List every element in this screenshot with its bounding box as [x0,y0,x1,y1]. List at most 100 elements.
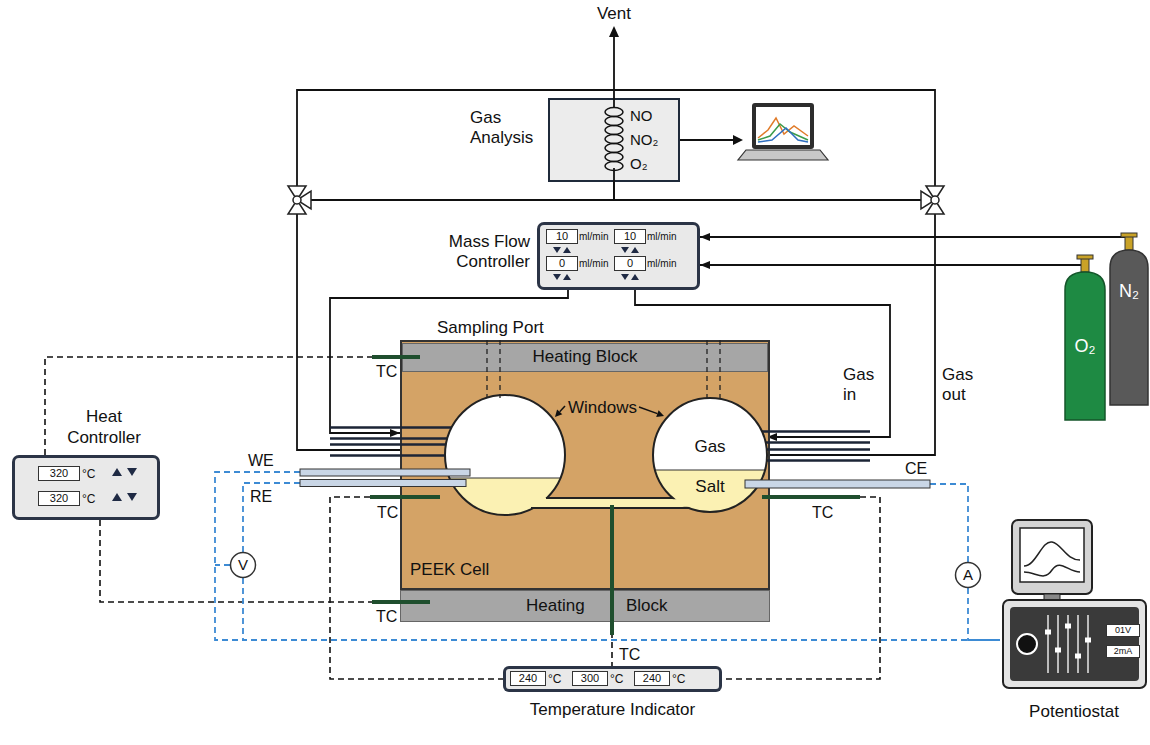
unit-text: °C [610,672,630,687]
chart-line [758,128,808,142]
block-label: Block [626,596,681,616]
heating-block: Heating Block [402,343,768,372]
working-electrode [300,469,470,476]
window-outline [653,398,767,512]
cylinder-valve [1125,236,1133,250]
indicator-label: Temperature Indicator [503,700,722,720]
heat-controller: Heat Controller320°C320°C [12,455,160,520]
salt-level [440,477,570,478]
flow-label: Gas out [942,365,986,405]
controller-label: Mass Flow Controller [416,232,530,272]
thermocouple [610,505,614,635]
flow-label: Gas in [843,365,883,405]
unit-text: °C [548,672,568,687]
salt-level [650,469,770,470]
window-glass [653,398,767,512]
coil-loop [605,153,623,162]
salt-channel [528,498,690,508]
thermocouple-label: TC [619,645,643,665]
controller-label: Heat Controller [58,406,150,448]
unit-text: °C [82,492,104,507]
gas-line [700,237,1129,250]
gas-name: N₂ [1110,280,1148,302]
button-triangle [563,274,571,280]
electrode-label: WE [248,451,278,471]
button-triangle [563,247,571,253]
ammeter: A [955,562,981,588]
thermocouple-wire [45,357,402,455]
thermocouple [762,495,860,499]
counter-electrode [745,480,930,488]
temperature-display: 240 [634,671,670,686]
slider-knob [1045,626,1091,656]
laptop-base [738,150,828,160]
button-triangle [621,247,629,253]
button-triangle [112,493,122,501]
electrode-label: RE [250,487,280,507]
reference-electrode [300,480,466,487]
gas-line [700,265,1085,272]
pointer-head [555,410,562,418]
instrument-body [1003,600,1146,688]
coil-loop [605,162,623,171]
unit-text: ml/min [647,230,679,243]
data-arrowhead [733,135,743,145]
electrode-label: CE [905,459,933,479]
instrument-label: Potentiostat [1000,702,1148,722]
cell-label: PEEK Cell [410,560,510,580]
unit-text: °C [672,672,692,687]
meter-symbol: V [230,555,256,575]
thermocouple-wire [100,520,400,602]
knob [1017,634,1037,654]
gas-analyzer: Gas AnalysisNO NO₂ O₂ [548,98,680,182]
laptop-screen [752,103,814,149]
valve-hub [293,196,301,204]
nitrogen-cylinder: N₂ [1110,250,1148,405]
phase-label: Gas [653,437,767,457]
gas-tube [330,428,870,461]
phase-label: Salt [653,477,767,497]
pointer-line [639,407,657,414]
potentiostat: Potentiostat01V2mA [1000,515,1148,730]
temperature-display: 320 [38,491,80,506]
thermocouple-label: TC [812,503,836,523]
gas-cylinder [1065,272,1105,420]
chart-line [758,124,808,140]
vent-label: Vent [590,4,638,24]
valve-hub [931,196,939,204]
thermocouple [372,600,430,604]
gas-name: O₂ [1065,335,1105,357]
meter-circle [956,563,981,588]
analyzer-label: Gas Analysis [470,108,544,148]
coil [613,98,615,182]
salt-channel [666,499,694,507]
nitrogen-cylinder-shape [1110,250,1148,405]
peek-cell: PEEK CellWindowsHeating BlockGasSalt [400,340,770,590]
trace [1024,565,1080,576]
block-label: Heating Block [402,347,768,367]
gas-cylinder [1110,250,1148,405]
meter-circle [231,553,256,578]
vent-arrowhead [609,26,619,37]
heating-block: HeatingBlock [400,590,770,622]
button-triangle [127,493,137,501]
button-triangle [631,247,639,253]
button-triangle [631,274,639,280]
gas-species: NO NO₂ O₂ [630,104,670,176]
mass-flow-controller: Mass Flow Controller10ml/min10ml/min0ml/… [537,222,700,290]
thermocouple-label: TC [376,362,400,382]
potentiostat-shape [1000,515,1148,730]
button-triangle [112,468,122,476]
button-triangle [553,247,561,253]
pointer-line [560,406,565,412]
cylinder-handle [1077,255,1093,259]
temperature-display: 320 [38,466,80,481]
unit-text: °C [82,467,104,482]
chart-line [758,118,808,138]
thermocouple [372,355,420,359]
thermocouple-label: TC [377,503,401,523]
voltmeter: V [230,552,256,578]
window: GasSalt [653,398,767,512]
electrical-wire [968,588,1000,640]
readout: 01V [1106,624,1140,637]
